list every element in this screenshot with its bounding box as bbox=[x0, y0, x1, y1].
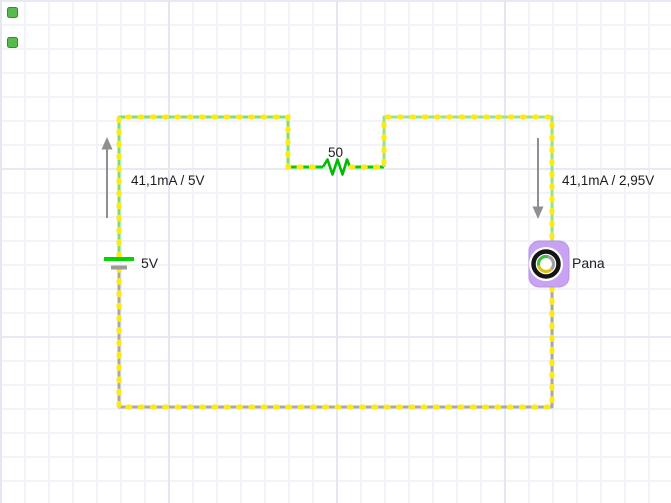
resistor-value-label: 50 bbox=[328, 145, 344, 160]
battery-value-label: 5V bbox=[141, 255, 159, 271]
arrow-head bbox=[532, 206, 544, 219]
current-arrow-down-icon bbox=[532, 138, 544, 219]
current-arrow-up-icon bbox=[101, 137, 113, 218]
motor-icon-green-arc bbox=[536, 254, 549, 267]
right-branch-current-readout: 41,1mA / 2,95V bbox=[562, 173, 655, 188]
wire-5v-branch[interactable] bbox=[117, 115, 290, 259]
current-flow-dots bbox=[348, 114, 555, 244]
wire-ground[interactable] bbox=[117, 268, 554, 409]
green-square-marker-icon[interactable] bbox=[7, 37, 18, 48]
current-flow-dots bbox=[116, 267, 555, 410]
wire-2v95-branch[interactable] bbox=[382, 115, 554, 243]
arrow-head bbox=[101, 137, 113, 150]
motor-icon-gray-arc bbox=[547, 255, 556, 271]
current-flow-dots bbox=[116, 114, 324, 259]
left-branch-current-readout: 41,1mA / 5V bbox=[131, 173, 205, 188]
motor-name-label: Pana bbox=[572, 255, 605, 271]
resistor-zigzag[interactable] bbox=[321, 158, 352, 176]
motor-component[interactable] bbox=[528, 240, 570, 288]
motor-icon-yellow-arc bbox=[537, 265, 553, 274]
green-square-marker-icon[interactable] bbox=[7, 7, 18, 18]
